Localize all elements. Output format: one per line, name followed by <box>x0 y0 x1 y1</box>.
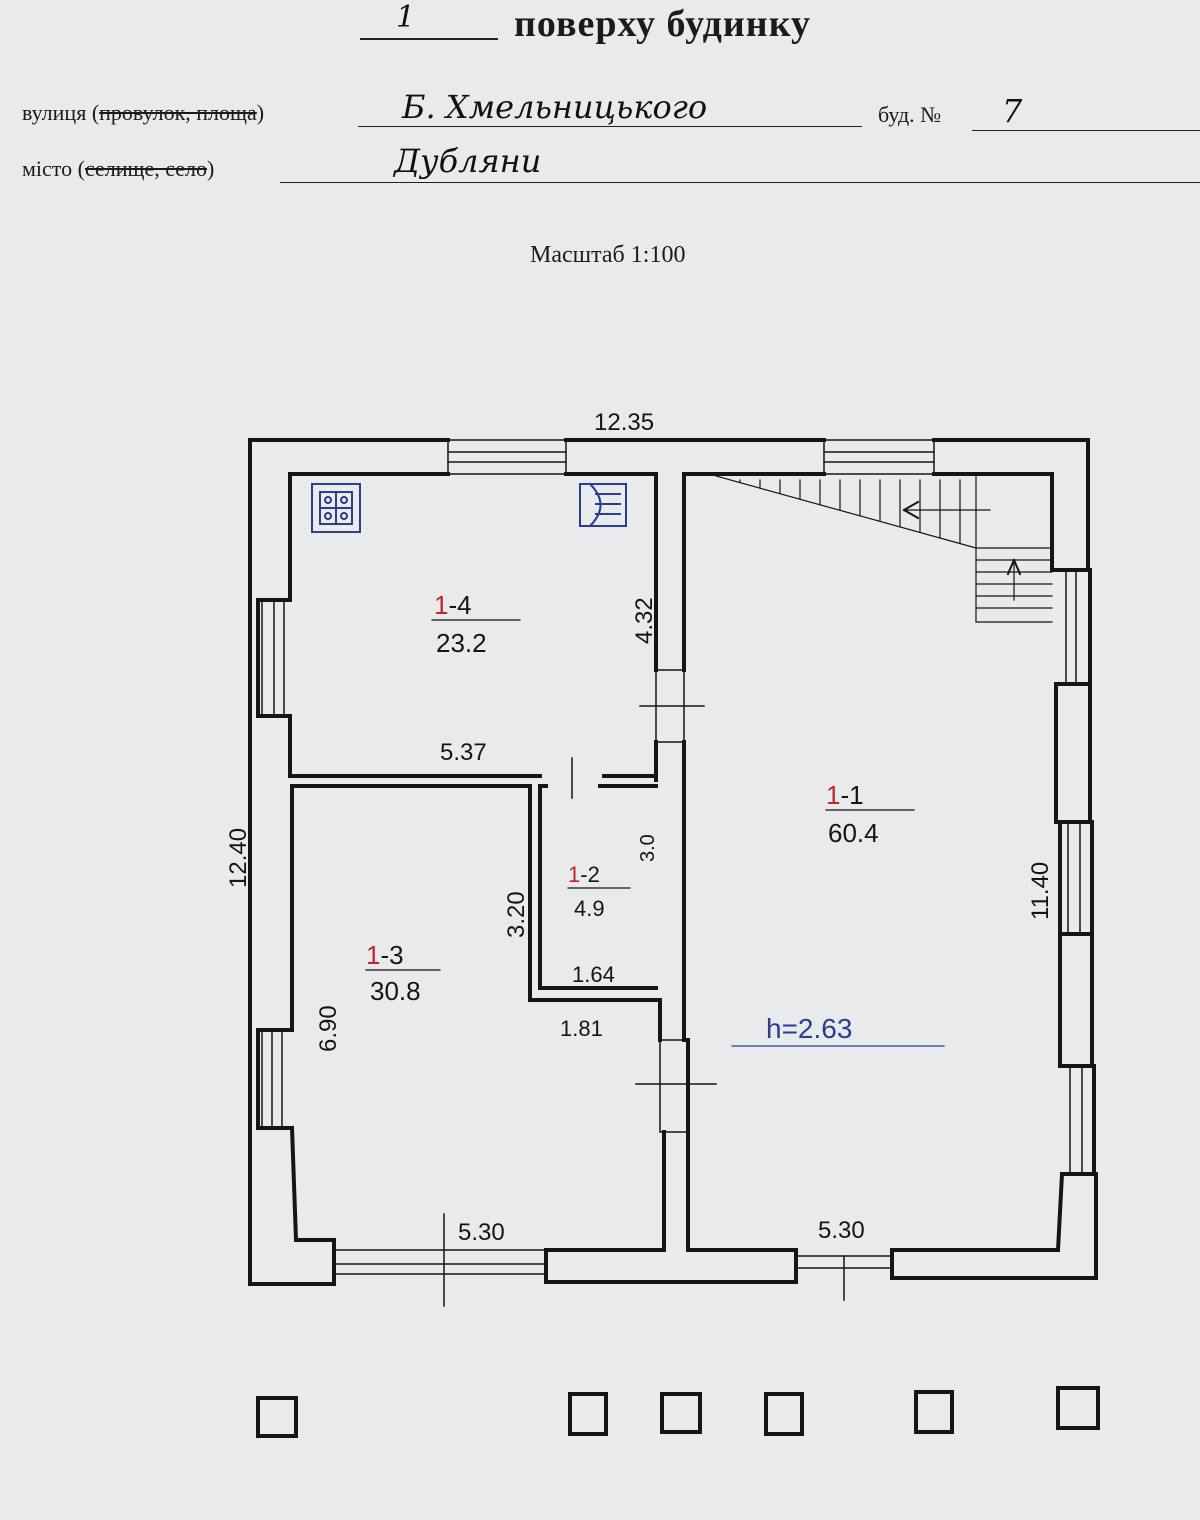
overall-height-dim: 12.40 <box>225 828 252 888</box>
room-id-suffix: -3 <box>380 940 403 970</box>
street-value: Б. Хмельницького <box>402 88 708 126</box>
bottom-right-dim: 5.30 <box>818 1217 865 1244</box>
city-label: місто (селище, село) <box>22 156 215 181</box>
room-1-1-id: 1-1 <box>826 780 864 810</box>
floor-title-row: 1 поверху будинку <box>360 0 920 48</box>
building-value: 7 <box>1002 92 1023 130</box>
door-marks <box>443 705 845 1307</box>
floor-title: поверху будинку <box>514 3 812 45</box>
room-1-2-id: 1-2 <box>568 862 600 887</box>
room2-width-dim: 1.64 <box>572 962 615 987</box>
room2-height-dim: 3.0 <box>637 834 659 862</box>
city-row: місто (селище, село) Дубляни <box>22 142 1200 202</box>
room-1-3-area: 30.8 <box>370 976 421 1006</box>
building-label: буд. № <box>878 102 942 127</box>
overall-width-dim: 12.35 <box>594 409 654 436</box>
room-id-suffix: -1 <box>840 780 863 810</box>
room-1-3-id: 1-3 <box>366 940 404 970</box>
city-label-struck: селище, село <box>84 156 207 181</box>
room-id-prefix: 1 <box>366 940 380 970</box>
bottom-left-dim: 5.30 <box>458 1219 505 1246</box>
street-label: вулиця (провулок, площа) <box>22 100 265 125</box>
city-value: Дубляни <box>394 142 542 180</box>
interior-walls <box>288 472 690 1252</box>
street-label-struck: провулок, площа <box>99 100 257 125</box>
street-row: вулиця (провулок, площа) Б. Хмельницьког… <box>22 88 1200 136</box>
room3-step-dim: 1.81 <box>560 1016 603 1041</box>
room-id-suffix: -2 <box>580 862 600 887</box>
floor-number: 1 <box>396 0 416 35</box>
area-underlines <box>365 619 945 1047</box>
ceiling-height-label: h=2.63 <box>766 1013 852 1044</box>
room-1-1-area: 60.4 <box>828 818 879 848</box>
windows <box>261 439 1083 1275</box>
scale-label: Масштаб 1:100 <box>530 242 686 268</box>
stove-icon <box>311 483 361 533</box>
room-id-prefix: 1 <box>568 862 580 887</box>
room4-height-dim: 4.32 <box>631 597 658 644</box>
boiler-icon <box>579 482 627 528</box>
room-id-prefix: 1 <box>826 780 840 810</box>
room-id-prefix: 1 <box>434 590 448 620</box>
room3-height-dim: 6.90 <box>315 1005 342 1052</box>
room3-inner-height-dim: 3.20 <box>503 891 530 938</box>
room-1-4-id: 1-4 <box>434 590 472 620</box>
room4-width-dim: 5.37 <box>440 739 487 766</box>
right-height-dim: 11.40 <box>1027 862 1054 920</box>
column-posts <box>256 1386 1100 1438</box>
room-id-suffix: -4 <box>448 590 471 620</box>
room-1-4-area: 23.2 <box>436 628 487 658</box>
outer-walls <box>248 438 1098 1286</box>
room-1-2-area: 4.9 <box>574 896 605 921</box>
staircase <box>715 475 1053 623</box>
